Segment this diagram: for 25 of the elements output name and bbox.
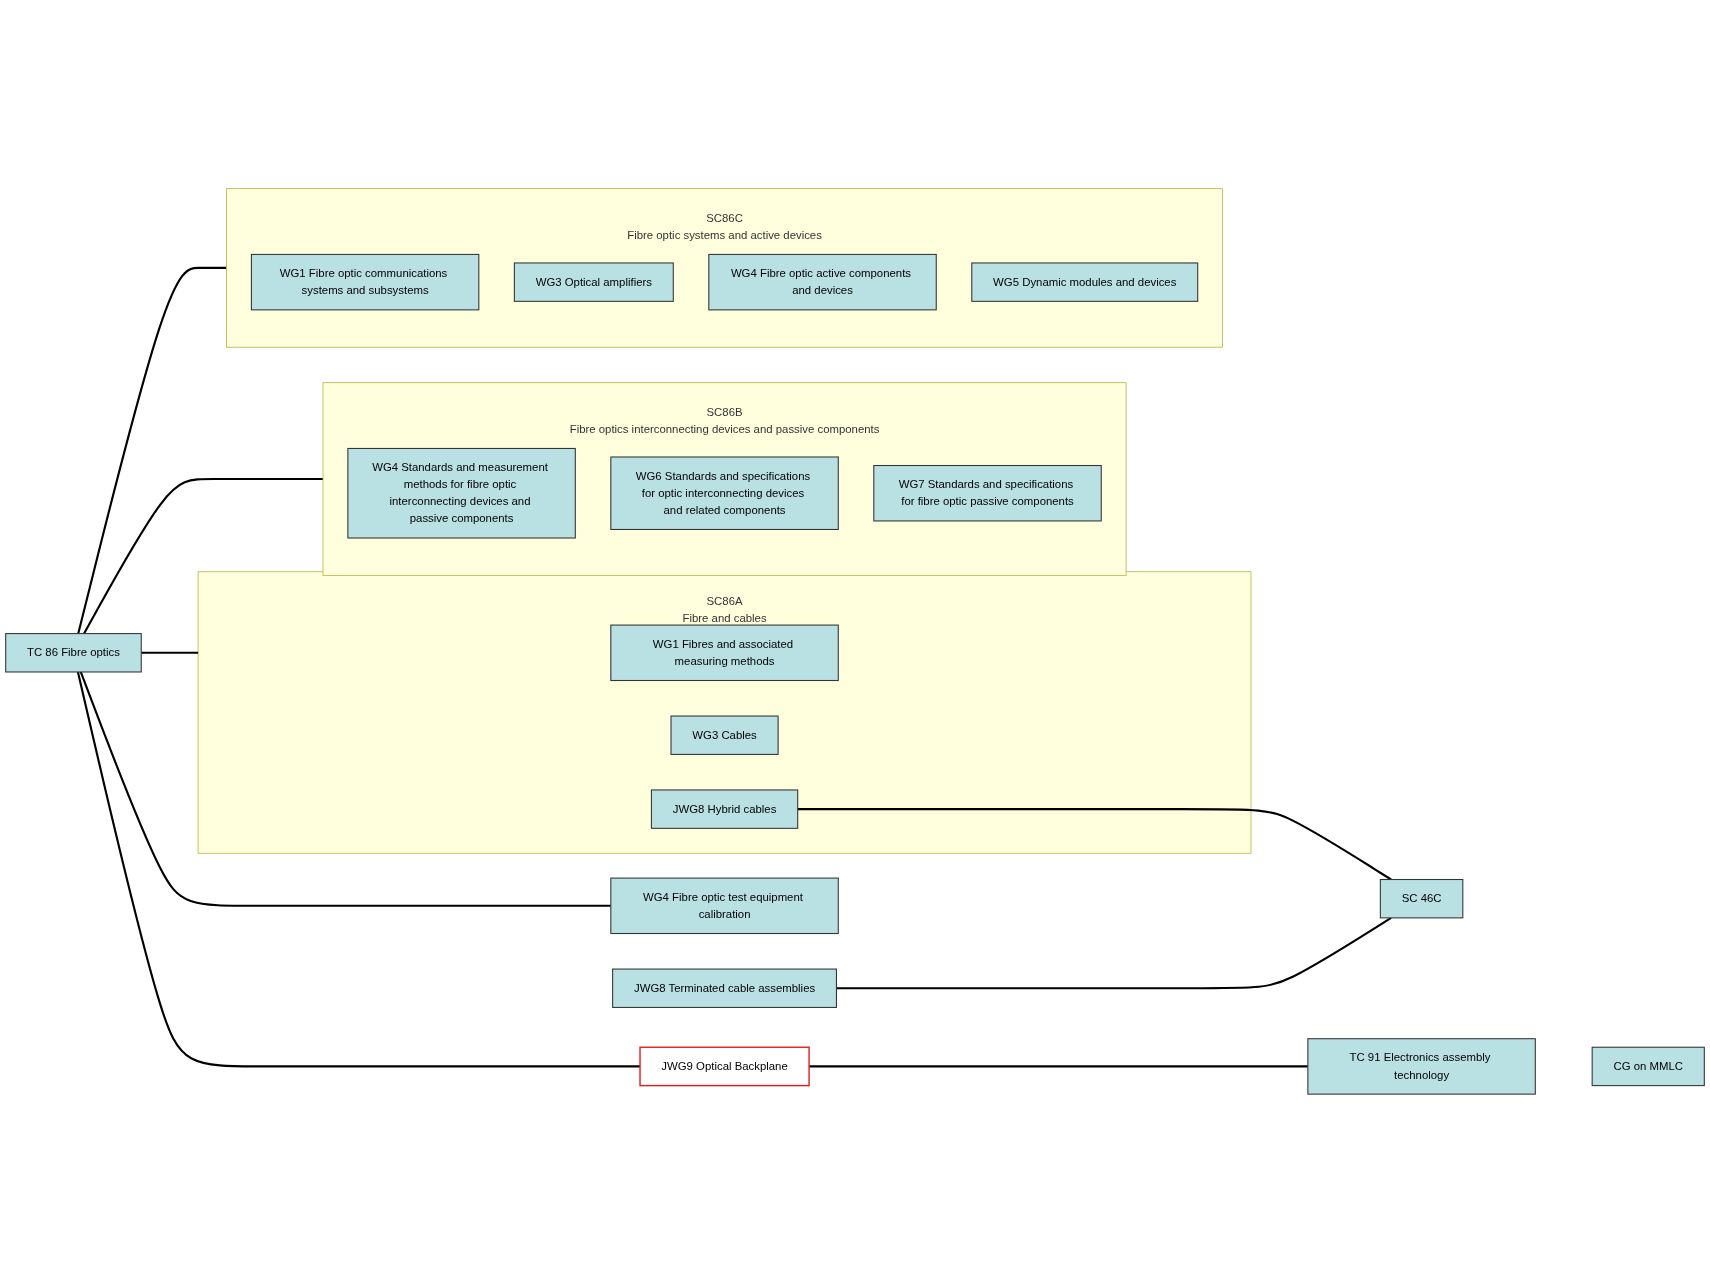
node-box: JWG9 Optical Backplane [639,1046,810,1087]
node-box: TC 86 Fibre optics [5,633,142,673]
connector [77,266,227,634]
node-box: WG5 Dynamic modules and devices [971,262,1199,302]
connector [76,671,641,1068]
connector [141,651,199,654]
connector [797,808,1392,881]
connector [836,917,1392,990]
node-box: WG3 Cables [670,715,779,756]
node-box: TC 91 Electronics assembly technology [1307,1038,1536,1095]
node-box: WG4 Fibre optic active components and devices [708,253,937,311]
connector [809,1065,1308,1068]
node-box: WG7 Standards and specifications for fibre optic passive components [873,465,1102,522]
node-box: WG1 Fibre optic communications systems and subsystems [250,253,480,311]
node-box: JWG8 Hybrid cables [650,789,799,829]
node-box: SC 46C [1379,879,1464,919]
node-box: WG3 Optical amplifiers [513,262,674,302]
node-box: WG4 Fibre optic test equipment calibration [610,877,839,935]
node-box: JWG8 Terminated cable assemblies [612,968,837,1009]
node-box: WG6 Standards and specifications for optic interconnecting devices and related components [610,456,839,531]
node-box: WG4 Standards and measurement methods for fibre optic interconnecting devices and passive components [347,448,576,539]
node-box: WG1 Fibres and associated measuring methods [610,624,839,682]
node-box: CG on MMLC [1591,1046,1705,1087]
connector [83,478,323,635]
connector [79,671,611,907]
